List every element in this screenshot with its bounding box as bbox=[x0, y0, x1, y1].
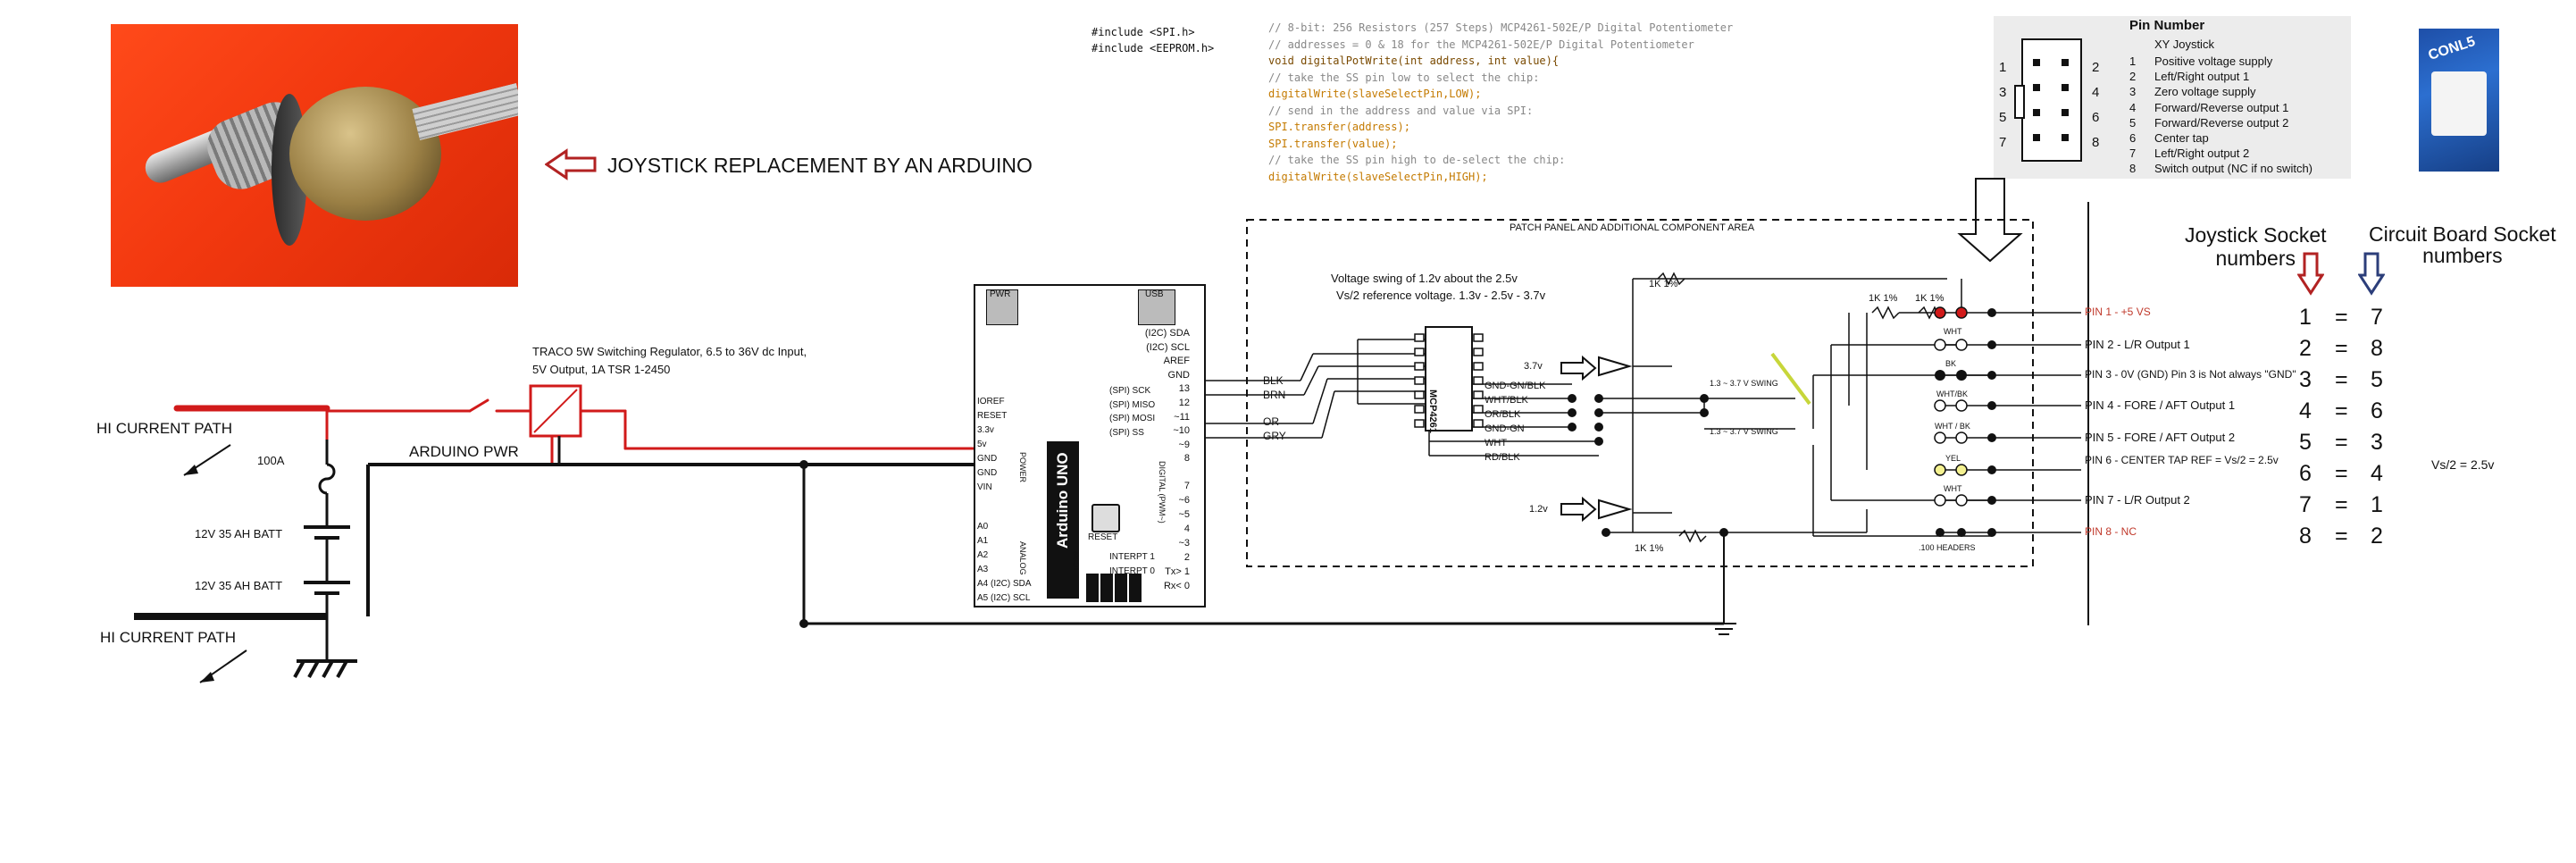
battery-1-label: 12V 35 AH BATT bbox=[195, 527, 283, 540]
board-name-strip: Arduino UNO bbox=[1047, 441, 1079, 599]
regulator-description: TRACO 5W Switching Regulator, 6.5 to 36V… bbox=[532, 345, 807, 376]
code-line: // addresses = 0 & 18 for the MCP4261-50… bbox=[1268, 38, 1694, 51]
socket-map-row: 7=1 bbox=[2299, 492, 2383, 517]
header-color-label: WHT/BK bbox=[1936, 390, 1968, 398]
hi-current-bottom-label: HI CURRENT PATH bbox=[100, 629, 237, 646]
code-block: // 8-bit: 256 Resistors (257 Steps) MCP4… bbox=[1268, 20, 1733, 185]
code-line: void digitalPotWrite(int address, int va… bbox=[1268, 54, 1560, 67]
resistor-label: 1K 1% bbox=[1635, 543, 1664, 554]
socket-map: 1=7 2=8 3=5 4=6 5=3 6=4 7=1 8=2 bbox=[2299, 302, 2383, 552]
pin-output-4: PIN 4 - FORE / AFT Output 1 bbox=[2085, 398, 2236, 412]
headers-label: .100 HEADERS bbox=[1919, 543, 1976, 552]
board-socket-header: Circuit Board Socket numbers bbox=[2369, 222, 2556, 267]
hi-current-top-label: HI CURRENT PATH bbox=[96, 420, 233, 437]
down-arrow-red-icon bbox=[2297, 252, 2324, 296]
code-line: // take the SS pin low to select the chi… bbox=[1268, 71, 1540, 84]
code-includes: #include <SPI.h> #include <EEPROM.h> bbox=[1091, 24, 1214, 56]
code-line: SPI.transfer(value); bbox=[1268, 137, 1398, 150]
header-color-label: BK bbox=[1945, 359, 1957, 368]
code-line: digitalWrite(slaveSelectPin,HIGH); bbox=[1268, 170, 1488, 183]
joystick-socket-header: Joystick Socket numbers bbox=[2185, 223, 2327, 270]
voltage-37-label: 3.7v bbox=[1524, 361, 1543, 372]
code-line: SPI.transfer(address); bbox=[1268, 121, 1410, 133]
code-line: // take the SS pin high to de-select the… bbox=[1268, 154, 1566, 166]
swing-label: 1.3 ~ 3.7 V SWING bbox=[1710, 427, 1778, 436]
joystick-photo bbox=[111, 24, 518, 287]
header-color-label: WHT bbox=[1944, 484, 1962, 493]
socket-map-row: 1=7 bbox=[2299, 305, 2383, 330]
down-arrow-blue-icon bbox=[2358, 252, 2385, 296]
arduino-pwr-label: ARDUINO PWR bbox=[409, 443, 519, 460]
chip-label: MCP4261 bbox=[1427, 390, 1438, 433]
icsp-header bbox=[1086, 574, 1142, 602]
pin-output-6: PIN 6 - CENTER TAP REF = Vs/2 = 2.5v bbox=[2085, 454, 2279, 466]
reset-button[interactable] bbox=[1091, 504, 1120, 532]
include-eeprom: #include <EEPROM.h> bbox=[1091, 42, 1215, 54]
voltage-12-label: 1.2v bbox=[1529, 504, 1548, 515]
include-spi: #include <SPI.h> bbox=[1091, 26, 1195, 38]
resistor-label: 1K 1% bbox=[1649, 279, 1678, 289]
joystick-replacement-title: JOYSTICK REPLACEMENT BY AN ARDUINO bbox=[607, 154, 1033, 177]
power-jack bbox=[986, 289, 1018, 325]
code-line: digitalWrite(slaveSelectPin,LOW); bbox=[1268, 88, 1482, 100]
socket-map-row: 4=6 bbox=[2299, 398, 2383, 423]
pin-output-5: PIN 5 - FORE / AFT Output 2 bbox=[2085, 431, 2236, 444]
connector-pinout-icon bbox=[2014, 38, 2082, 162]
pin-output-8: PIN 8 - NC bbox=[2085, 525, 2137, 538]
pin-output-1: PIN 1 - +5 VS bbox=[2085, 306, 2151, 318]
mcp4261-chip bbox=[1425, 326, 1473, 432]
usb-port bbox=[1138, 289, 1175, 325]
code-line: // send in the address and value via SPI… bbox=[1268, 104, 1534, 117]
swing-label: 1.3 ~ 3.7 V SWING bbox=[1710, 379, 1778, 388]
patch-panel-title: PATCH PANEL AND ADDITIONAL COMPONENT ARE… bbox=[1510, 222, 1755, 233]
pin-output-7: PIN 7 - L/R Output 2 bbox=[2085, 493, 2190, 507]
code-line: // 8-bit: 256 Resistors (257 Steps) MCP4… bbox=[1268, 21, 1734, 34]
resistor-label: 1K 1% bbox=[1869, 293, 1898, 304]
connector-photo: CONL5 bbox=[2419, 29, 2499, 172]
socket-map-row: 5=3 bbox=[2299, 430, 2383, 455]
socket-map-row: 6=4 bbox=[2299, 461, 2383, 486]
pin-table-heading: Pin Number bbox=[2129, 18, 2205, 33]
left-arrow-icon bbox=[545, 148, 597, 180]
resistor-label: 1K 1% bbox=[1915, 293, 1945, 304]
battery-2-label: 12V 35 AH BATT bbox=[195, 579, 283, 592]
header-color-label: WHT bbox=[1944, 327, 1962, 336]
header-color-label: YEL bbox=[1945, 454, 1961, 463]
fuse-label: 100A bbox=[257, 454, 285, 467]
pin-output-3: PIN 3 - 0V (GND) Pin 3 is Not always "GN… bbox=[2085, 368, 2296, 381]
socket-note: Vs/2 = 2.5v bbox=[2431, 457, 2495, 472]
spi-labels: (SPI) SCK(SPI) MISO(SPI) MOSI(SPI) SS bbox=[1109, 386, 1156, 438]
header-color-label: WHT / BK bbox=[1935, 422, 1970, 431]
socket-map-row: 3=5 bbox=[2299, 367, 2383, 392]
socket-map-row: 8=2 bbox=[2299, 524, 2383, 549]
pin-output-2: PIN 2 - L/R Output 1 bbox=[2085, 338, 2190, 351]
socket-map-row: 2=8 bbox=[2299, 336, 2383, 361]
pin-table-subheading: XY Joystick bbox=[2154, 38, 2214, 51]
voltage-swing-note: Voltage swing of 1.2v about the 2.5v Vs/… bbox=[1331, 272, 1546, 302]
